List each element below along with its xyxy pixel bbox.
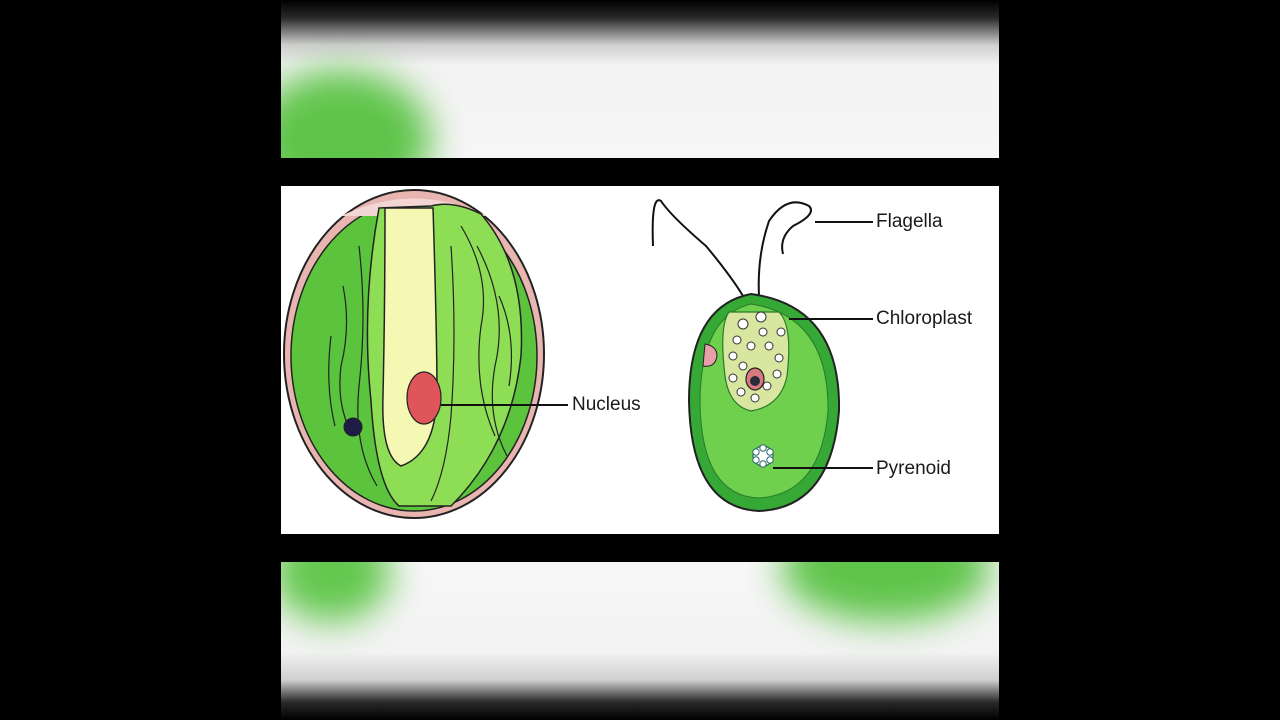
left-cell-pale-vacuole bbox=[382, 207, 438, 467]
flagellum-right bbox=[757, 201, 812, 297]
blurred-top-band bbox=[281, 0, 999, 158]
blurred-green-blob-left bbox=[281, 562, 391, 622]
label-chloroplast: Chloroplast bbox=[876, 308, 973, 329]
left-cell-dark-granule bbox=[343, 417, 363, 437]
pyrenoid bbox=[752, 444, 774, 468]
right-cell-nucleolus bbox=[750, 376, 760, 386]
left-cell bbox=[283, 189, 568, 519]
right-cell-granules bbox=[728, 311, 786, 403]
label-pyrenoid: Pyrenoid bbox=[876, 458, 951, 479]
right-cell-eyespot bbox=[702, 343, 718, 367]
blurred-green-blob-right bbox=[781, 562, 991, 622]
left-cell-nucleus bbox=[406, 371, 442, 425]
diagram-panel: Nucleus Flagella Chloroplast Pyrenoid bbox=[281, 186, 999, 534]
blurred-green-blob bbox=[281, 70, 431, 158]
right-cell bbox=[651, 199, 873, 513]
flagellum-left bbox=[651, 199, 744, 297]
label-flagella: Flagella bbox=[876, 211, 943, 232]
label-nucleus: Nucleus bbox=[572, 394, 641, 415]
blurred-bottom-band bbox=[281, 562, 999, 720]
algae-diagram-svg bbox=[283, 189, 873, 519]
